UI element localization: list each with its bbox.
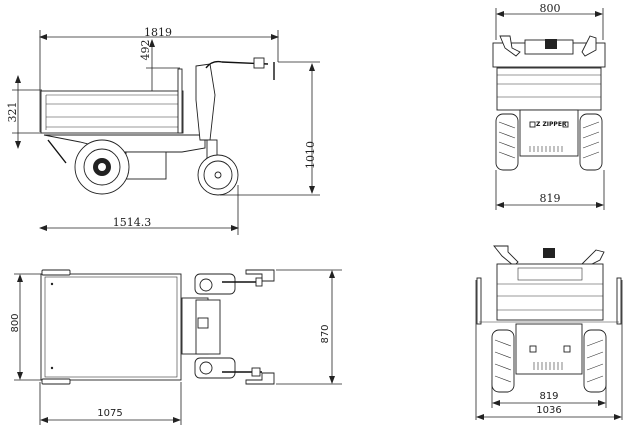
front-view: Z ZIPPER 800 819	[492, 2, 606, 210]
dimension-top-bed-width: 800	[10, 313, 21, 332]
dimension-track-width: 819	[540, 192, 561, 205]
dimension-bed-width: 800	[540, 2, 561, 15]
dimension-rise: 492	[139, 40, 152, 61]
rear-view: 819 1036	[475, 245, 623, 420]
dimension-bed-length: 1075	[97, 408, 122, 419]
brand-mark: Z ZIPPER	[536, 121, 567, 128]
dimension-overall-width: 1036	[536, 405, 561, 416]
top-view: 800 870 1075	[10, 269, 342, 425]
dimension-rear-track-width: 819	[539, 391, 558, 402]
dimension-bed-height: 321	[6, 102, 19, 123]
dimension-overall-length: 1819	[144, 26, 172, 39]
dimension-handle-height: 1010	[304, 141, 317, 169]
dimension-wheelbase: 1514.3	[113, 216, 152, 229]
side-view: 1819 492 321 1010 1514.3	[6, 26, 320, 235]
dimension-handle-width: 870	[320, 324, 331, 343]
